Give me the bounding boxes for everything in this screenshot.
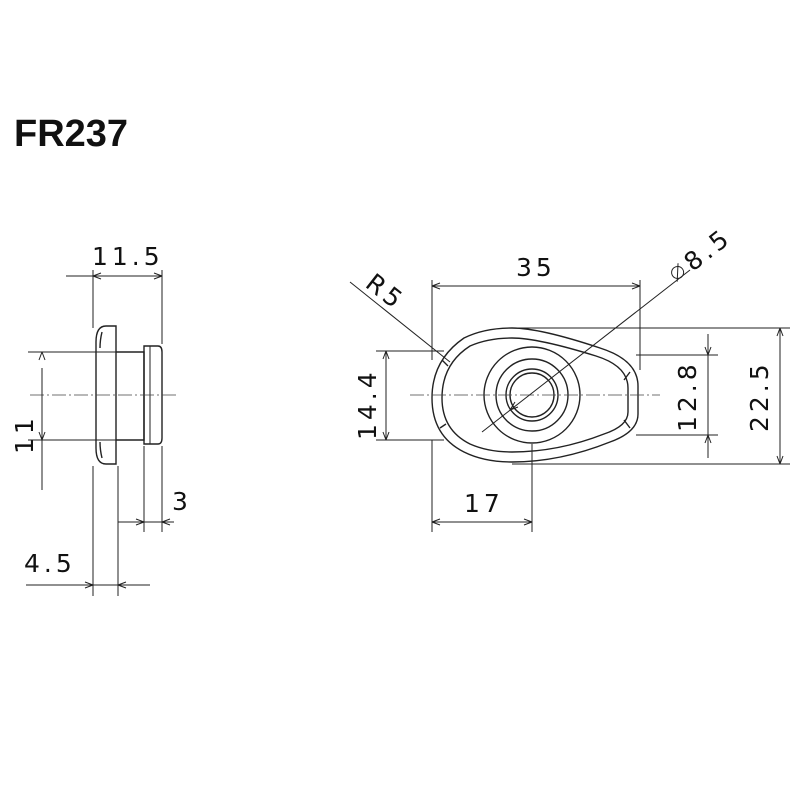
side-view-outline [95, 325, 117, 465]
side-height-label: 11 [10, 414, 39, 454]
inner-height-label: 12.8 [673, 360, 702, 432]
part-number-title: FR237 [14, 113, 128, 155]
left-height-label: 14.4 [353, 368, 382, 440]
flange-offset-label: 4.5 [24, 549, 76, 578]
hole-offset-label: 17 [464, 489, 504, 518]
side-view: 11.5 11 3 4.5 [10, 242, 192, 596]
top-view-outline [431, 327, 639, 463]
side-view-boss [143, 345, 163, 445]
corner-radius-label: R5 [360, 268, 410, 316]
length-label: 35 [516, 253, 556, 282]
top-view: 35 R5 8.5 14.4 12.8 22.5 [349, 222, 790, 532]
side-width-label: 11.5 [92, 242, 164, 271]
top-view-inner-outline [441, 337, 629, 453]
hole-diameter-label: 8.5 [678, 222, 737, 277]
side-view-body [116, 351, 145, 441]
overall-height-label: 22.5 [745, 360, 774, 432]
boss-width-label: 3 [172, 487, 192, 516]
